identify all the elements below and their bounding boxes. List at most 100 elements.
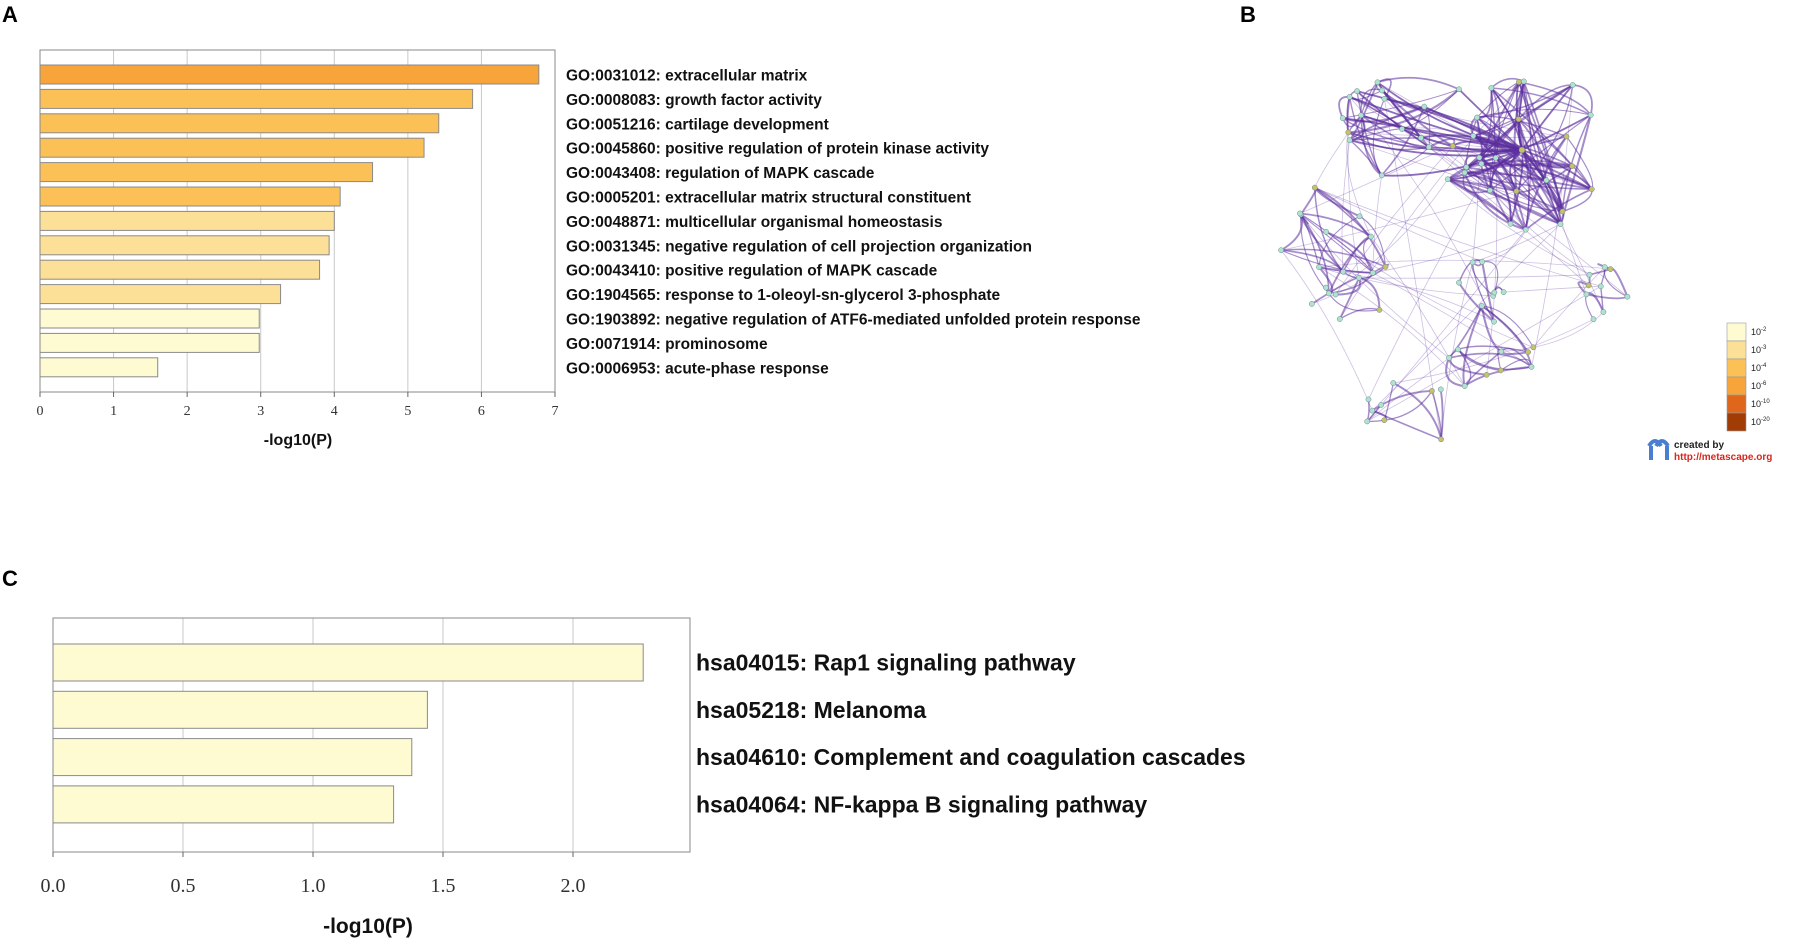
network-edge <box>1300 214 1330 294</box>
network-edge <box>1517 118 1548 181</box>
network-node <box>1507 220 1514 227</box>
network-edge <box>1464 365 1532 387</box>
legend-swatch <box>1726 340 1747 360</box>
legend-swatch <box>1726 412 1747 432</box>
network-edge <box>1447 178 1590 276</box>
network-node <box>1585 282 1592 289</box>
x-tick-label: 4 <box>331 404 338 419</box>
category-label: GO:0031012: extracellular matrix <box>566 68 808 85</box>
network-node <box>1339 115 1346 122</box>
network-node <box>1516 79 1522 85</box>
network-node <box>1449 143 1456 149</box>
network-node <box>1381 417 1388 424</box>
chart-a-category-labels: GO:0031012: extracellular matrixGO:00080… <box>566 68 1141 378</box>
bar <box>39 259 321 280</box>
network-edge <box>1481 261 1496 322</box>
network-node <box>1421 103 1428 110</box>
network-node <box>1455 346 1461 353</box>
chart-c-category-labels: hsa04015: Rap1 signaling pathwayhsa05218… <box>696 650 1246 818</box>
network-edge <box>1481 305 1529 353</box>
network-edge <box>1392 382 1443 440</box>
network-nodes <box>1278 78 1631 443</box>
network-node <box>1358 112 1364 119</box>
network-edge <box>1366 229 1527 422</box>
network-edge <box>1335 145 1454 295</box>
network-node <box>1476 154 1483 161</box>
bar <box>39 210 335 231</box>
network-edge <box>1559 114 1592 225</box>
network-node <box>1308 301 1315 307</box>
network-edge <box>1509 149 1523 192</box>
network-edge <box>1585 294 1595 320</box>
network-edge <box>1491 87 1592 116</box>
network-node <box>1586 271 1593 278</box>
panel-label-a: A <box>2 2 18 27</box>
network-edge <box>1518 84 1573 120</box>
network-node <box>1497 367 1504 374</box>
x-tick-label: 7 <box>552 404 559 419</box>
legend-label: 10-2 <box>1751 327 1767 337</box>
network-node <box>1601 264 1608 270</box>
network-node <box>1356 213 1363 220</box>
network-edge <box>1318 266 1494 297</box>
network-edge <box>1367 390 1433 423</box>
x-tick-label: 0.0 <box>41 875 66 897</box>
network-node <box>1332 291 1339 298</box>
network-node <box>1525 349 1531 355</box>
network-edge <box>1342 114 1362 128</box>
network-edge <box>1349 105 1425 141</box>
network-edge <box>1318 266 1466 387</box>
chart-a-bars <box>39 64 540 378</box>
chart-a-frame <box>39 49 556 393</box>
network-edge <box>1280 249 1373 274</box>
network-edge <box>1481 305 1534 348</box>
bar <box>39 357 159 378</box>
legend-swatch <box>1726 322 1747 342</box>
bar <box>39 308 260 329</box>
metascape-credit: created by http://metascape.org <box>1647 439 1772 463</box>
network-edge <box>1521 149 1593 190</box>
category-label: GO:0031345: negative regulation of cell … <box>566 238 1032 255</box>
network-edge <box>1515 84 1574 192</box>
network-edge <box>1349 139 1523 157</box>
network-node <box>1438 436 1444 443</box>
bar <box>39 235 330 256</box>
category-label: hsa05218: Melanoma <box>696 697 926 723</box>
network-node <box>1463 164 1470 171</box>
network-edge <box>1314 186 1387 268</box>
network-edge <box>1463 172 1526 231</box>
network-node <box>1498 348 1505 355</box>
network-node <box>1569 163 1575 169</box>
category-label: GO:0071914: prominosome <box>566 336 768 353</box>
network-edge <box>1521 149 1564 212</box>
network-edge <box>1585 292 1605 313</box>
network-node <box>1376 307 1383 313</box>
network-edge <box>1281 190 1517 251</box>
network-node <box>1323 284 1329 291</box>
network-node <box>1479 258 1486 265</box>
network-node <box>1607 266 1614 272</box>
network-edge <box>1447 178 1561 225</box>
network-node <box>1444 176 1451 183</box>
x-tick-label: 1 <box>110 404 117 419</box>
x-tick-label: 5 <box>404 404 411 419</box>
network-edge <box>1311 266 1386 305</box>
network-edge <box>1533 266 1605 348</box>
network-node <box>1492 154 1499 161</box>
panel-label-b: B <box>1240 2 1256 27</box>
category-label: GO:0008083: growth factor activity <box>566 92 822 109</box>
network-edge <box>1445 357 1465 388</box>
network-node <box>1590 316 1597 323</box>
x-tick-label: 1.0 <box>301 875 326 897</box>
network-edge <box>1342 117 1430 148</box>
network-edge <box>1521 84 1574 151</box>
network-edge <box>1300 214 1374 274</box>
network-node <box>1487 187 1493 194</box>
network-edge <box>1431 390 1442 440</box>
network-edge <box>1518 81 1564 212</box>
network-edge <box>1358 276 1381 310</box>
network-node <box>1520 78 1527 85</box>
network-edge <box>1521 114 1592 151</box>
network-edge <box>1447 149 1523 181</box>
network-edge <box>1465 148 1523 168</box>
